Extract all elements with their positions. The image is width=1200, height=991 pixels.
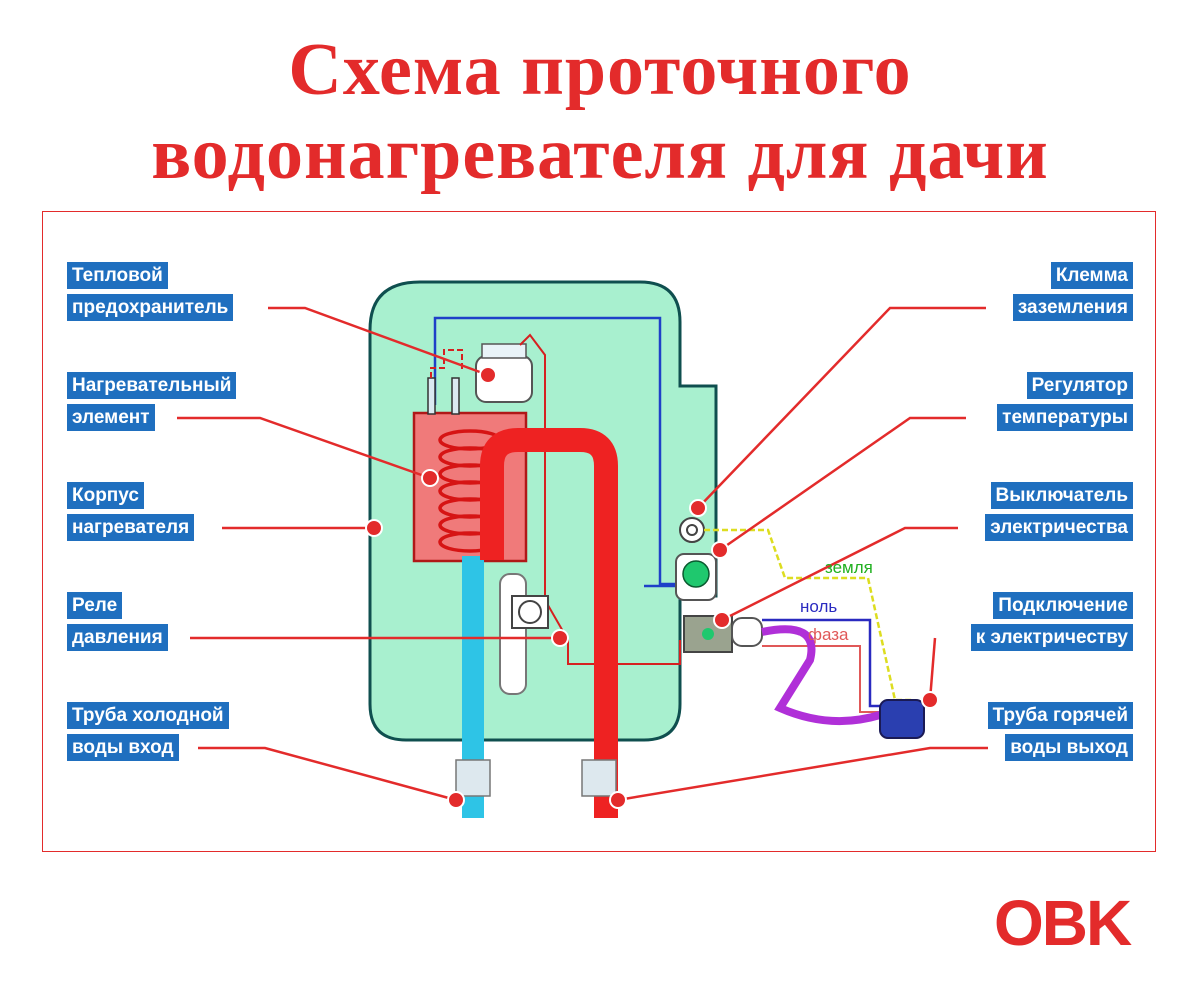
power-cable <box>761 625 882 726</box>
thermal-fuse-cap <box>481 343 527 359</box>
element-terminal-1 <box>427 377 436 415</box>
page-title-line2: водонагревателя для дачи <box>151 113 1049 195</box>
label-heater-body-2: нагревателя <box>67 514 195 541</box>
power-plug-shape <box>879 699 925 739</box>
neutral-wire-label: ноль <box>800 597 837 616</box>
label-thermal-fuse-2: предохранитель <box>67 294 234 321</box>
leader-dots <box>365 366 939 809</box>
label-ground-terminal-1: Клемма <box>1050 262 1133 289</box>
label-hot-pipe-1: Труба горячей <box>987 702 1133 729</box>
cold-pipe-fitting <box>455 759 491 797</box>
label-temp-regulator-1: Регулятор <box>1026 372 1133 399</box>
label-cold-pipe-2: воды вход <box>67 734 179 761</box>
diagram-frame <box>42 211 1156 852</box>
phase-wire-label: фаза <box>808 625 849 644</box>
label-cold-pipe-1: Труба холодной <box>67 702 229 729</box>
label-temp-regulator-2: температуры <box>997 404 1133 431</box>
hot-pipe-fitting <box>581 759 617 797</box>
page-title-line1: Схема проточного <box>288 29 912 111</box>
label-power-connection-1: Подключение <box>993 592 1133 619</box>
label-power-connection-2: к электричеству <box>970 624 1133 651</box>
pressure-relay-dial <box>518 600 542 624</box>
label-hot-pipe-2: воды выход <box>1005 734 1133 761</box>
pressure-relay-body <box>499 573 527 695</box>
label-heater-body-1: Корпус <box>67 482 144 509</box>
ground-wire-label: земля <box>825 558 873 577</box>
brand-logo: OBK <box>994 887 1132 959</box>
label-ground-terminal-2: заземления <box>1012 294 1133 321</box>
label-power-switch-1: Выключатель <box>990 482 1133 509</box>
leader-lines <box>177 306 988 802</box>
label-power-switch-2: электричества <box>985 514 1133 541</box>
cold-pipe-shape <box>462 556 484 818</box>
hot-pipe-shape <box>480 428 618 818</box>
label-pressure-relay-2: давления <box>67 624 168 651</box>
ground-terminal-shape <box>679 517 705 543</box>
label-heating-element-1: Нагревательный <box>67 372 237 399</box>
label-thermal-fuse-1: Тепловой <box>67 262 168 289</box>
element-terminal-2 <box>451 377 460 415</box>
label-pressure-relay-1: Реле <box>67 592 123 619</box>
fuse-wire <box>519 333 681 665</box>
label-heating-element-2: элемент <box>67 404 155 431</box>
